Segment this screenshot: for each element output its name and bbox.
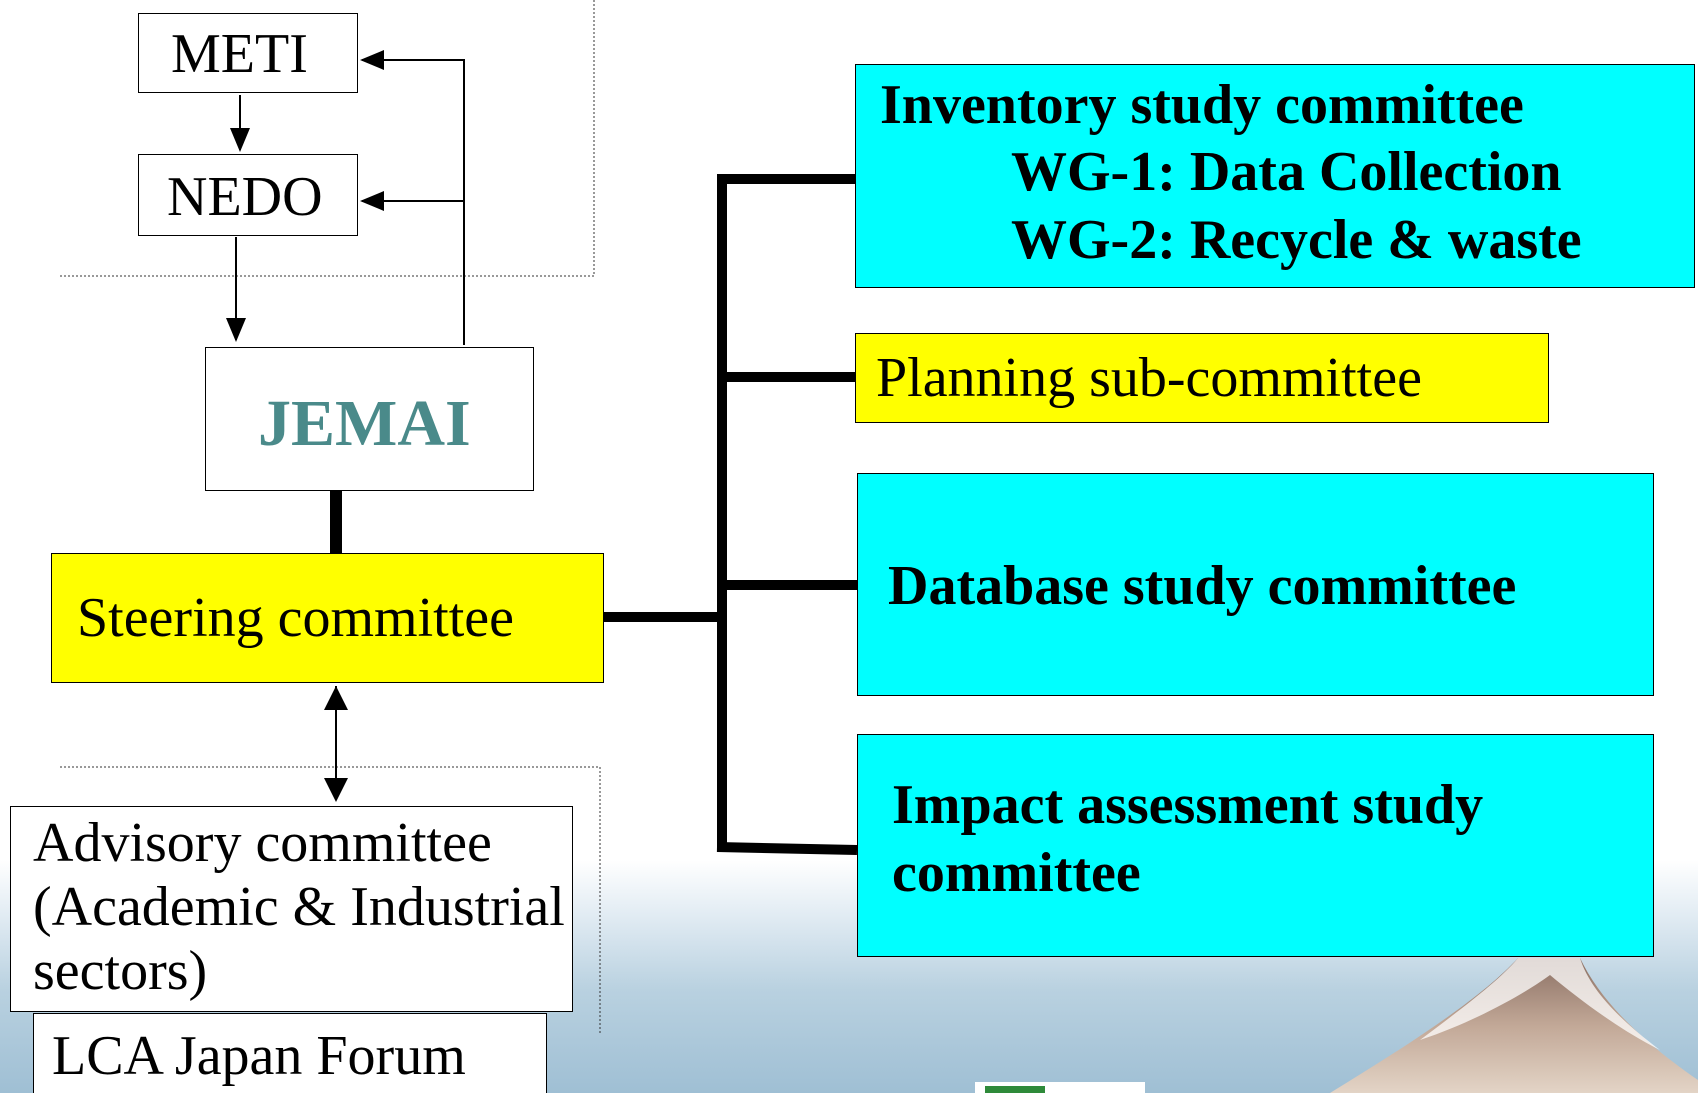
advisory-line-3: sectors) — [33, 940, 208, 1002]
impact-line-1: Impact assessment study — [892, 774, 1484, 836]
steering-committee-label: Steering committee — [77, 587, 514, 649]
nedo-box: NEDO — [138, 154, 358, 236]
advisory-line-1: Advisory committee — [33, 812, 492, 874]
database-study-committee-box: Database study committee — [857, 473, 1654, 696]
nedo-label: NEDO — [167, 166, 323, 228]
meti-label: METI — [171, 23, 308, 85]
advisory-line-2: (Academic & Industrial — [33, 876, 565, 938]
jemai-box: JEMAI — [205, 347, 534, 491]
planning-label: Planning sub-committee — [876, 347, 1422, 409]
inventory-title: Inventory study committee — [880, 74, 1524, 136]
advisory-committee-box: Advisory committee (Academic & Industria… — [10, 806, 573, 1012]
database-label: Database study committee — [888, 555, 1517, 617]
lca-japan-forum-box: LCA Japan Forum — [33, 1013, 547, 1093]
jemai-label: JEMAI — [258, 387, 471, 460]
planning-sub-committee-box: Planning sub-committee — [855, 333, 1549, 423]
meti-box: METI — [138, 13, 358, 93]
impact-assessment-study-committee-box: Impact assessment study committee — [857, 734, 1654, 957]
impact-line-2: committee — [892, 842, 1141, 904]
inventory-wg2: WG-2: Recycle & waste — [1011, 209, 1582, 271]
inventory-wg1: WG-1: Data Collection — [1011, 141, 1562, 203]
lca-japan-forum-label: LCA Japan Forum — [52, 1025, 466, 1087]
inventory-study-committee-box: Inventory study committee WG-1: Data Col… — [855, 64, 1695, 288]
steering-committee-box: Steering committee — [51, 553, 604, 683]
